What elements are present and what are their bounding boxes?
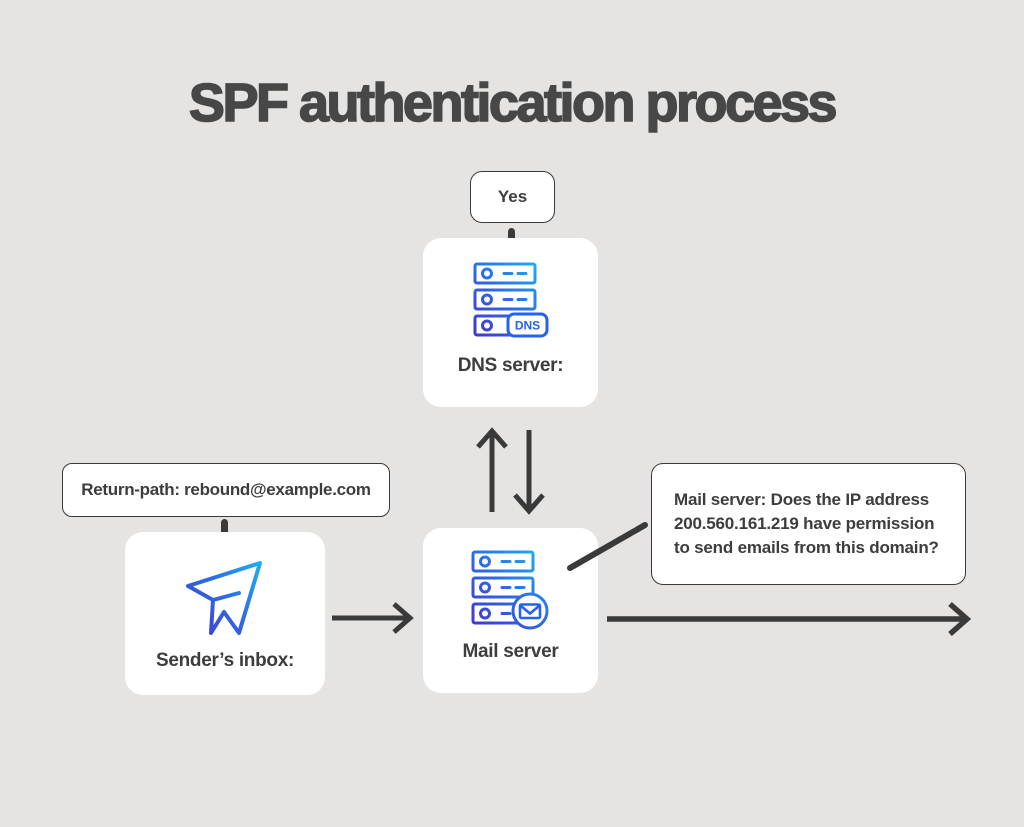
return-path-label: Return-path: rebound@example.com: [81, 480, 371, 499]
mail-server-question-text: Mail server: Does the IP address 200.560…: [674, 490, 939, 557]
arrow-up-down: [476, 427, 545, 515]
dns-badge: [506, 312, 548, 338]
sender-inbox-node: Sender’s inbox:: [125, 532, 325, 695]
arrow-sender-to-mail: [332, 602, 414, 634]
mail-circle: [511, 592, 548, 630]
mail-server-question-box: Mail server: Does the IP address 200.560…: [651, 463, 966, 585]
mail-server-label: Mail server: [462, 641, 559, 662]
mail-server-icon: [471, 550, 548, 630]
arrow-mail-to-right: [607, 601, 972, 637]
sender-inbox-label: Sender’s inbox:: [155, 650, 295, 671]
yes-label-box: Yes: [470, 171, 555, 223]
envelope-icon: [518, 603, 541, 620]
dns-server-node: DNS DNS server:: [423, 238, 598, 407]
return-path-box: Return-path: rebound@example.com: [62, 463, 390, 517]
yes-label: Yes: [497, 187, 528, 206]
connector-mail-to-question: [567, 522, 648, 571]
paper-plane-icon: [186, 561, 262, 635]
dns-server-label: DNS server:: [457, 355, 564, 376]
mail-server-node: Mail server: [423, 528, 598, 693]
page-title: SPF authentication process: [188, 72, 838, 134]
dns-server-icon: DNS: [473, 262, 548, 338]
dns-badge-label: DNS: [514, 319, 539, 333]
